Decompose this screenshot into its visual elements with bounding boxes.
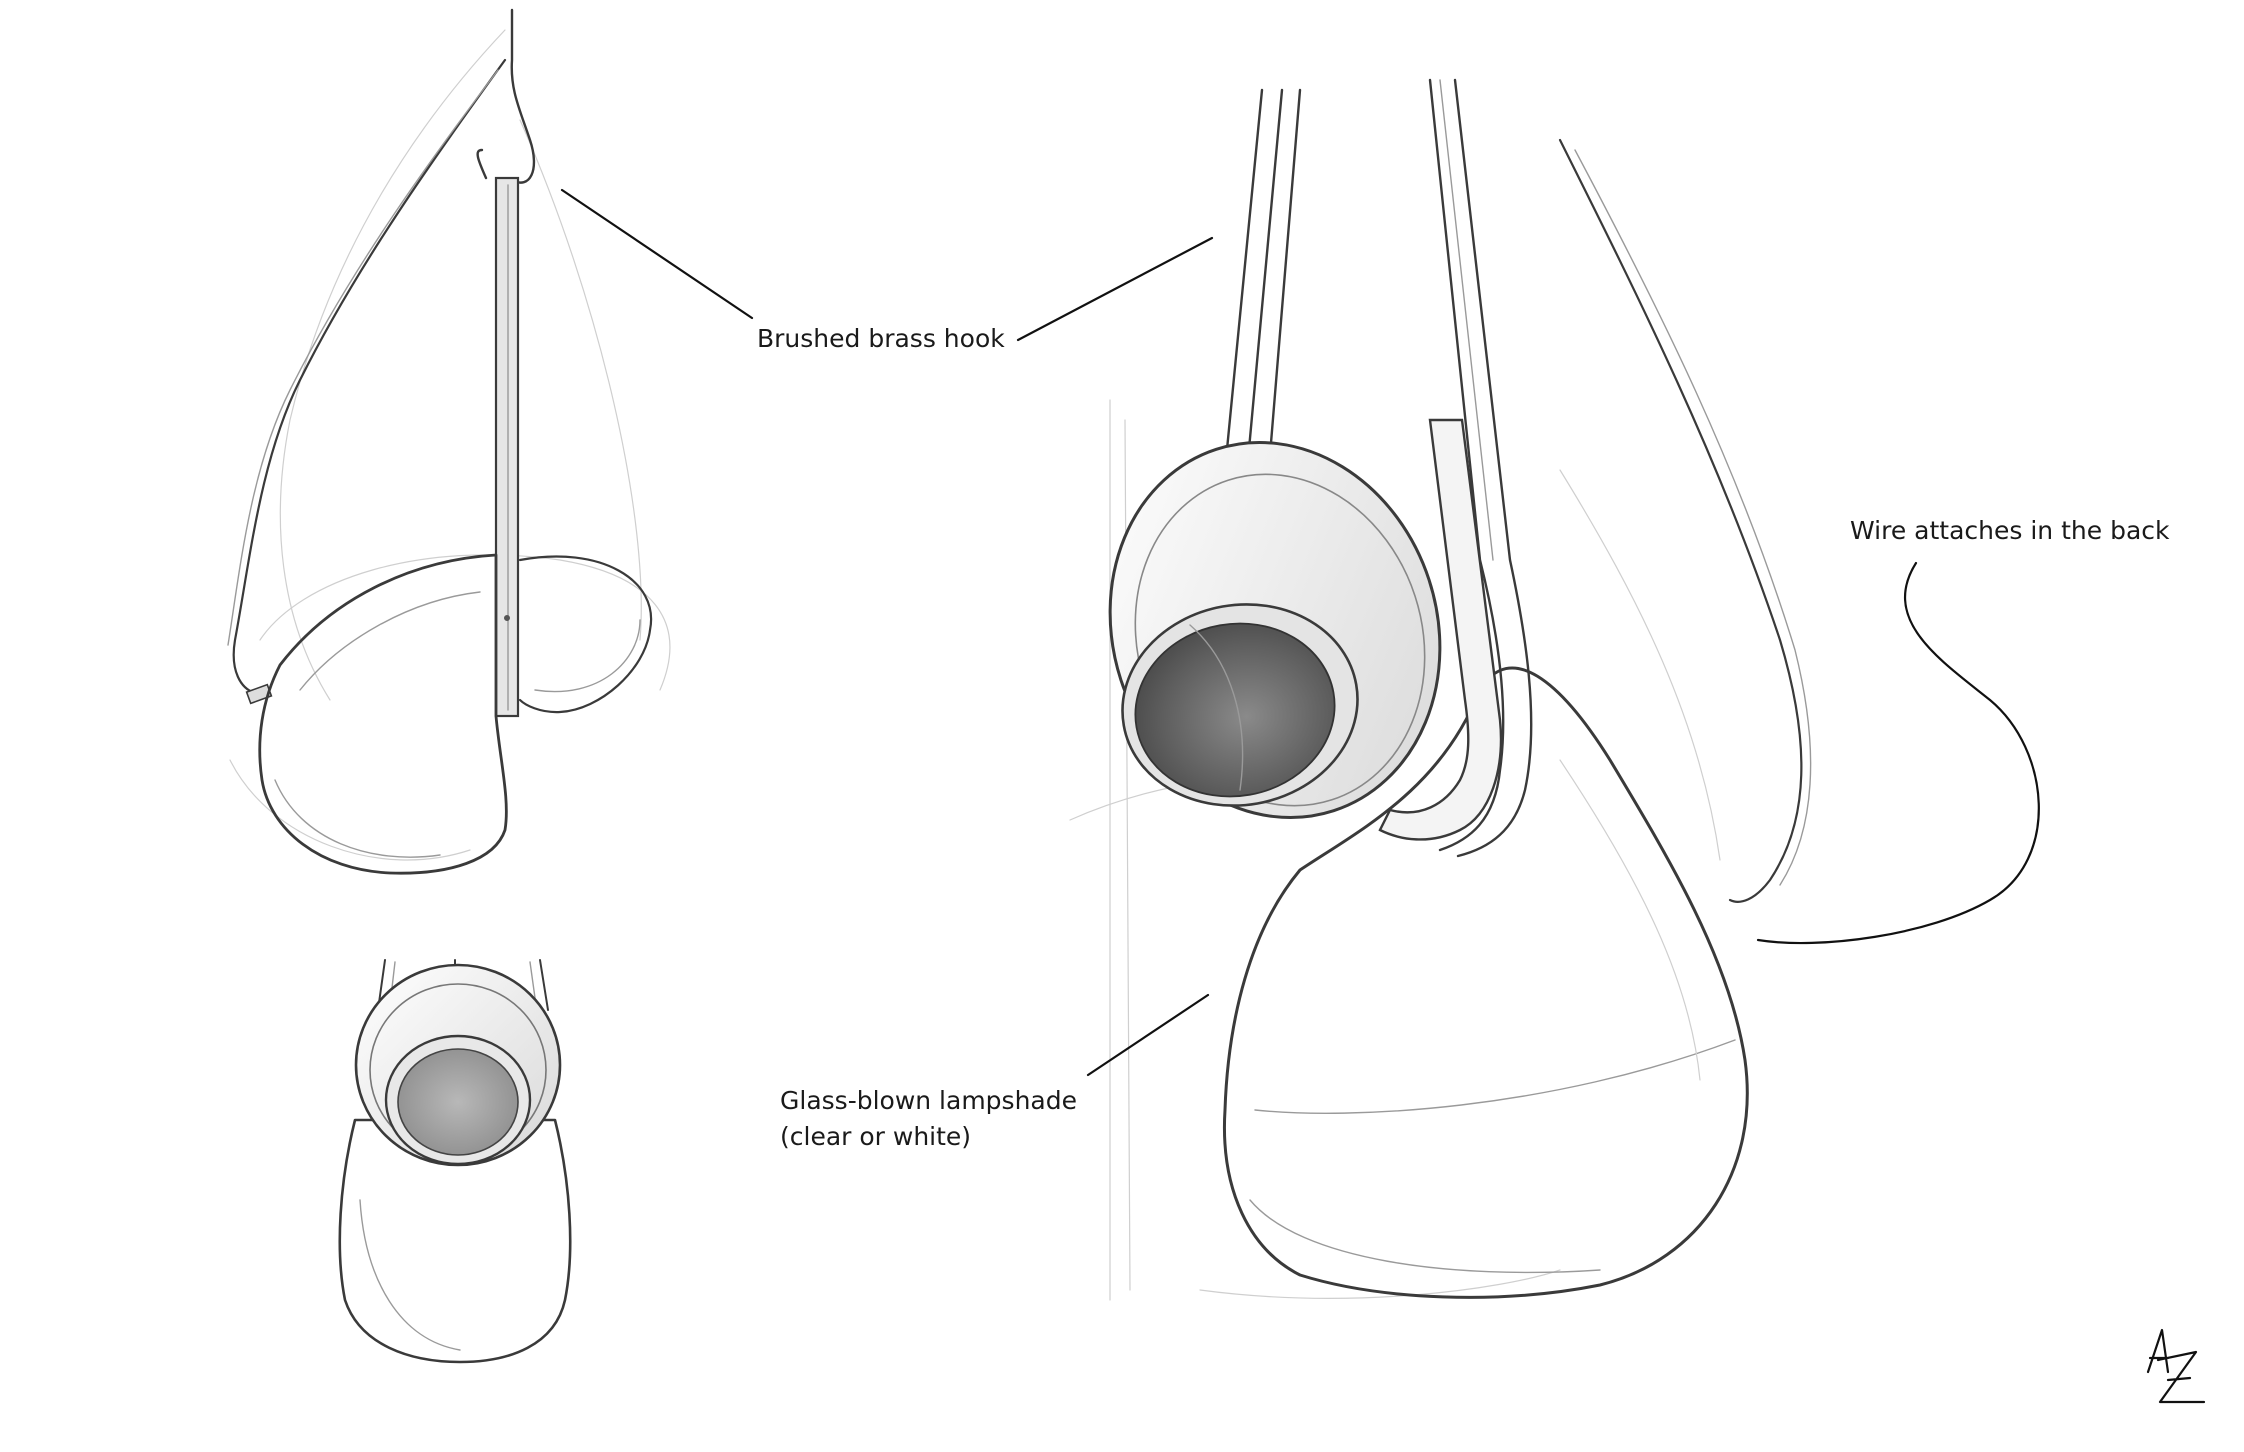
side-view-lamp-sketch xyxy=(228,10,670,873)
annotation-glass-lampshade: Glass-blown lampshade (clear or white) xyxy=(780,1083,1077,1155)
annotation-brushed-brass-hook: Brushed brass hook xyxy=(757,321,1005,357)
front-view-lamp-sketch xyxy=(340,960,570,1362)
hook-leader-right xyxy=(1018,238,1212,340)
perspective-lamp-sketch xyxy=(1062,80,1810,1300)
shade-leader xyxy=(1088,995,1208,1075)
annotation-glass-lampshade-line1: Glass-blown lampshade xyxy=(780,1083,1077,1119)
hook-leader-left xyxy=(562,190,752,318)
artist-monogram-signature xyxy=(2148,1330,2204,1402)
annotation-wire-attaches: Wire attaches in the back xyxy=(1850,513,2169,549)
annotation-glass-lampshade-line2: (clear or white) xyxy=(780,1119,1077,1155)
